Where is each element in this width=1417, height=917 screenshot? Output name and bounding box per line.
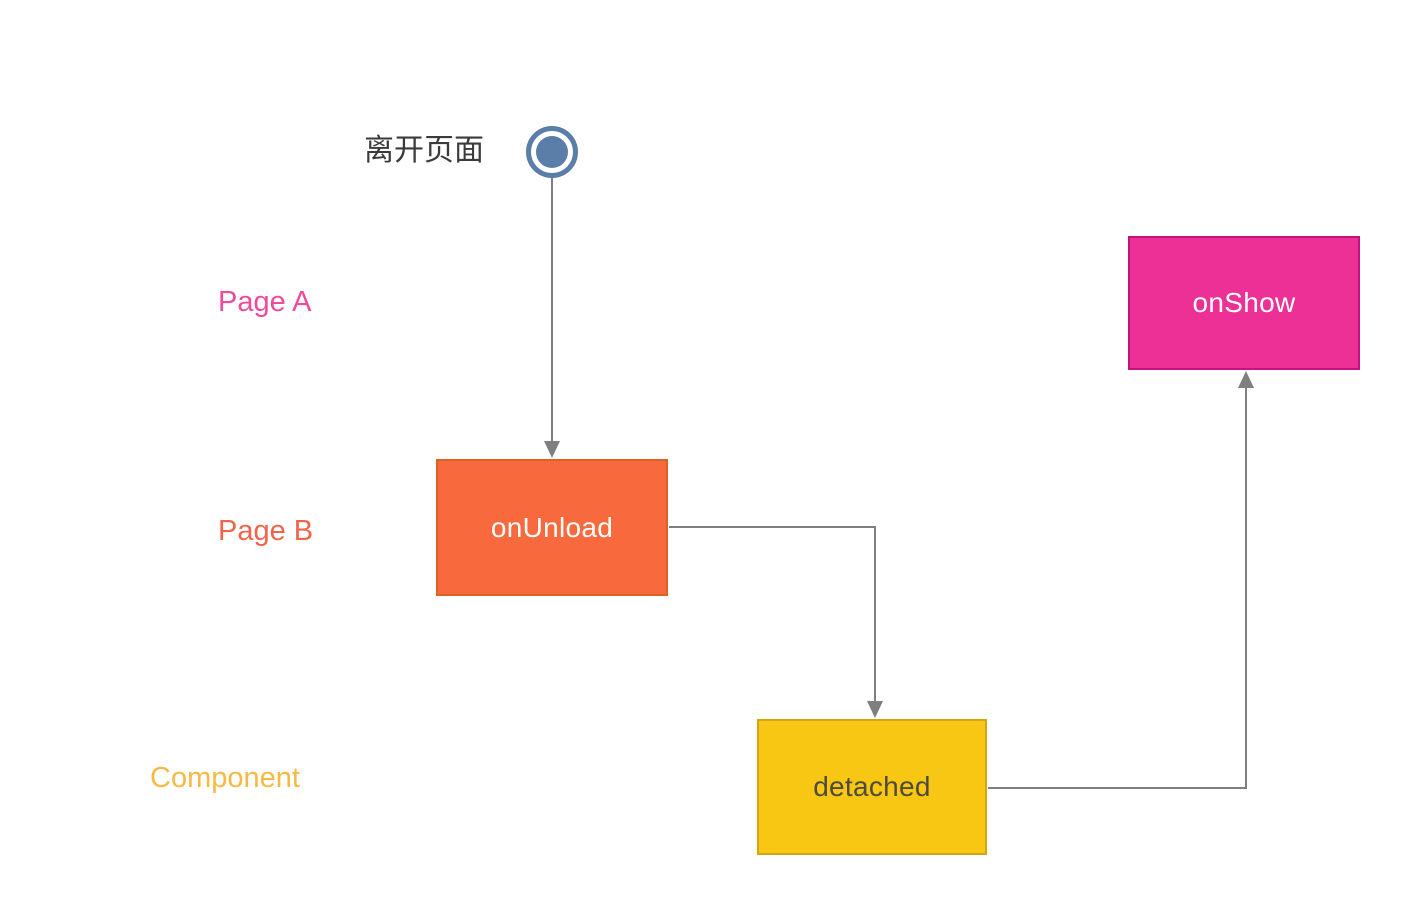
node-onshow: onShow bbox=[1128, 236, 1360, 370]
node-detached: detached bbox=[757, 719, 987, 855]
node-detached-label: detached bbox=[813, 771, 931, 802]
arrowhead-detached bbox=[867, 701, 883, 718]
lane-label-component: Component bbox=[150, 762, 300, 794]
arrowhead-onunload bbox=[544, 441, 560, 458]
node-onunload-label: onUnload bbox=[490, 511, 614, 543]
lane-label-page-b: Page B bbox=[218, 515, 314, 547]
edge-onunload-to-detached bbox=[669, 526, 876, 703]
arrowhead-onshow bbox=[1238, 371, 1254, 388]
node-onshow-label: onShow bbox=[1192, 287, 1296, 318]
start-node-icon bbox=[526, 126, 578, 178]
lane-label-page-a: Page A bbox=[218, 286, 312, 318]
node-onunload: onUnload bbox=[436, 459, 668, 596]
edge-detached-to-onshow bbox=[988, 386, 1247, 789]
start-node-inner-dot bbox=[536, 136, 568, 168]
start-label: 离开页面 bbox=[364, 134, 484, 167]
